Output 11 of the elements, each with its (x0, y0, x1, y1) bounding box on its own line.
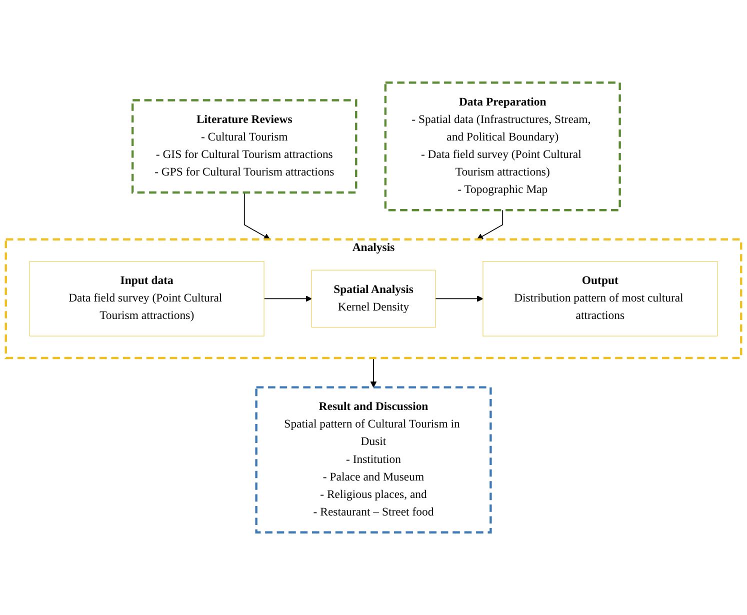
arrow (244, 192, 270, 240)
arrow (264, 296, 312, 302)
node-box: Data Preparation - Spatial data (Infrastructures, Stream, and Political Boundary) - Data field survey (Point Cultural Tourism attractions) - Topographic Map (384, 82, 621, 212)
arrow (434, 296, 484, 302)
node-box: Result and Discussion Spatial pattern of Cultural Tourism in Dusit - Institution - Palace and Museum - Religious places, and - Restaurant – Street food (255, 386, 492, 534)
arrow (476, 210, 504, 240)
node-box: Spatial Analysis Kernel Density (311, 270, 436, 328)
node-box: Input data Data field survey (Point Cultural Tourism attractions) (29, 261, 264, 336)
node-box: Output Distribution pattern of most cultural attractions (482, 261, 718, 336)
node-box: Literature Reviews - Cultural Tourism - GIS for Cultural Tourism attractions - GPS for Cultural Tourism attractions (132, 99, 358, 194)
arrow (370, 358, 377, 388)
